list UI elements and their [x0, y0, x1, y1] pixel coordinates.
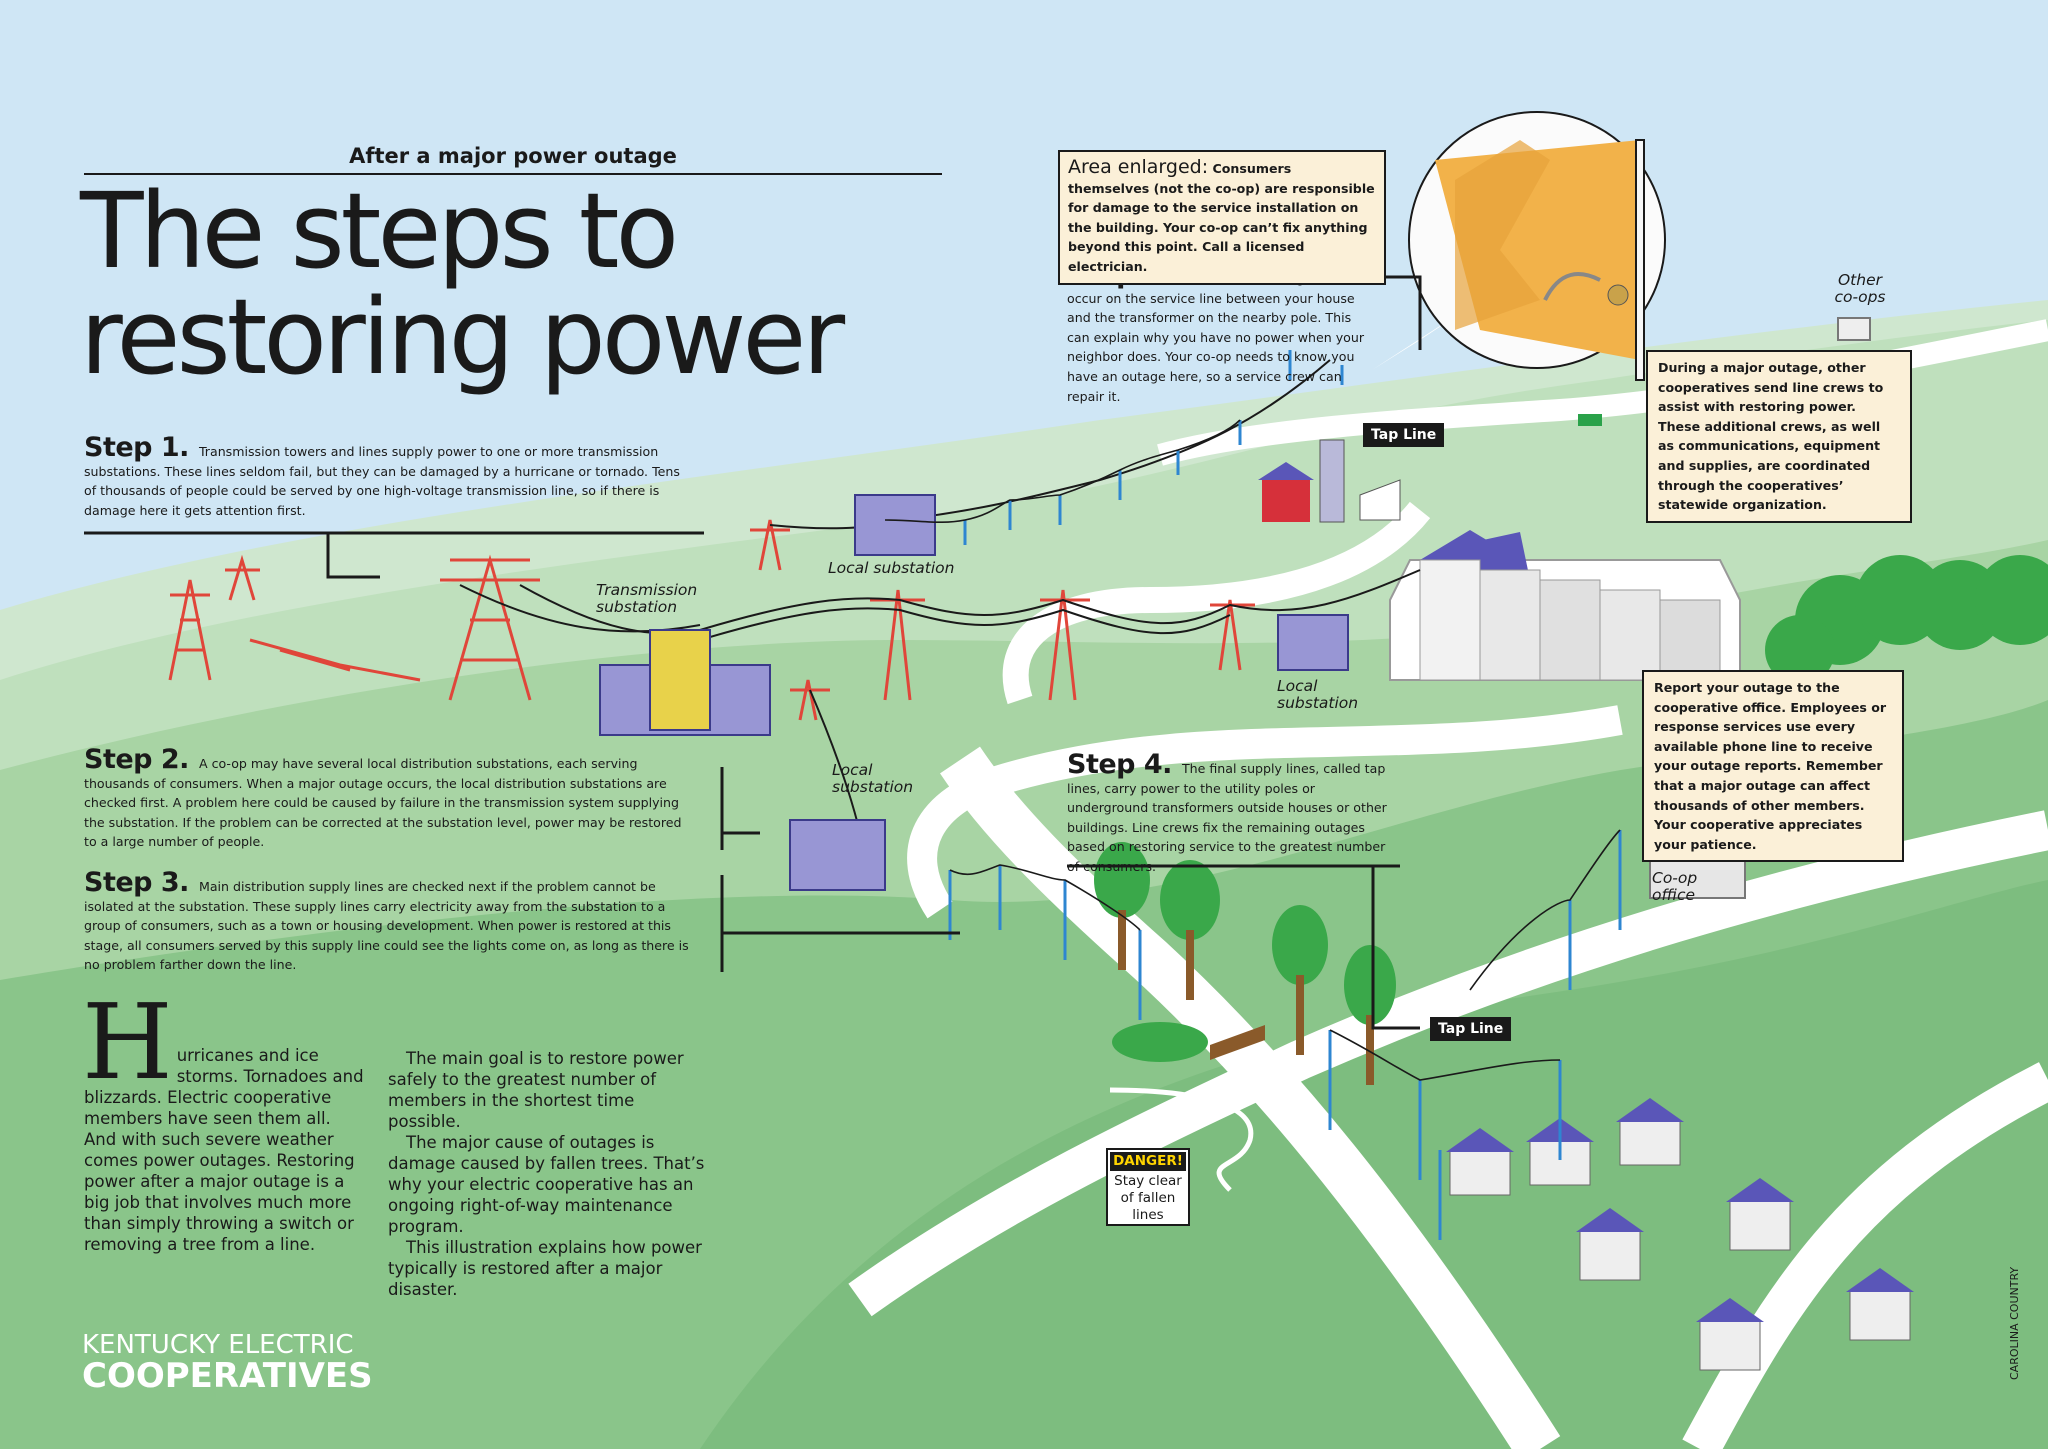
transmission-substation-label: Transmission substation	[596, 581, 698, 616]
step-4: Step 4. The final supply lines, called t…	[1067, 751, 1400, 877]
coop-office-label: Co-op office	[1652, 869, 1698, 904]
service-truck	[1578, 414, 1602, 426]
step-3-text: Main distribution supply lines are check…	[84, 879, 689, 973]
page-title: The steps to restoring power	[80, 170, 845, 398]
houses	[1446, 1098, 1914, 1371]
other-coops-building	[1837, 317, 1871, 341]
local-substation-label-mid: Local substation	[832, 761, 914, 796]
step-4-label: Step 4.	[1067, 749, 1172, 780]
step-pointers	[326, 275, 1422, 1030]
danger-text: Stay clear of fallen lines	[1114, 1173, 1182, 1223]
step-2-label: Step 2.	[84, 744, 189, 775]
report-outage-callout: Report your outage to the cooperative of…	[1642, 670, 1904, 863]
local-substation-label-top: Local substation	[828, 559, 955, 577]
step-1: Step 1. Transmission towers and lines su…	[84, 434, 690, 520]
tap-line-tag-top: Tap Line	[1363, 423, 1445, 447]
distribution-lines	[884, 419, 1621, 1081]
page-title-line2: restoring power	[80, 276, 845, 398]
substations	[599, 494, 1349, 891]
danger-heading: DANGER!	[1110, 1152, 1186, 1171]
logo-line2: COOPERATIVES	[82, 1356, 373, 1396]
intro-col2-p1: The main goal is to restore power safely…	[388, 1049, 684, 1131]
area-enlarged-label: Area enlarged:	[1068, 156, 1209, 178]
other-coops-callout: During a major outage, other cooperative…	[1646, 350, 1912, 523]
step-1-label: Step 1.	[84, 432, 189, 463]
factory-buildings	[1389, 530, 1741, 681]
step-5: Step 5. Sometimes, damage will occur on …	[1067, 261, 1374, 406]
area-enlarged-callout: Area enlarged: Consumers themselves (not…	[1058, 150, 1386, 285]
kentucky-electric-logo: KENTUCKY ELECTRIC COOPERATIVES	[82, 1330, 373, 1396]
illustration-credit: CAROLINA COUNTRY	[2008, 1266, 2021, 1380]
step-4-text: The final supply lines, called tap lines…	[1067, 761, 1387, 874]
area-enlarged-text: Consumers themselves (not the co-op) are…	[1068, 161, 1375, 274]
step-5-text: Sometimes, damage will occur on the serv…	[1067, 271, 1365, 404]
step-2-text: A co-op may have several local distribut…	[84, 756, 682, 850]
farm-barn	[1258, 439, 1401, 523]
intro-col1-text: urricanes and ice storms. Tornadoes and …	[84, 1046, 364, 1254]
transmission-towers	[168, 519, 1255, 721]
intro-col2: The main goal is to restore power safely…	[388, 1048, 710, 1300]
logo-line1: KENTUCKY ELECTRIC	[82, 1330, 354, 1360]
fallen-line	[1109, 1087, 1254, 1192]
road-main	[940, 746, 1561, 1449]
intro-dropcap: H	[82, 981, 173, 1103]
danger-sign: DANGER! Stay clear of fallen lines	[1106, 1148, 1190, 1226]
intro-col1: H urricanes and ice storms. Tornadoes an…	[82, 981, 364, 1255]
local-substation-label-right: Local substation	[1277, 677, 1359, 712]
distribution-poles	[948, 350, 1622, 1240]
tree-line	[1765, 555, 2048, 685]
roadside-trees	[1094, 842, 1396, 1085]
road-right	[1682, 1062, 2048, 1449]
report-outage-text: Report your outage to the cooperative of…	[1654, 680, 1887, 852]
page-title-line1: The steps to	[80, 170, 679, 292]
intro-col2-p3: This illustration explains how power typ…	[388, 1238, 702, 1299]
step-1-text: Transmission towers and lines supply pow…	[84, 444, 680, 518]
road-left	[907, 705, 1623, 919]
other-coops-callout-text: During a major outage, other cooperative…	[1658, 360, 1884, 513]
intro-col2-p2: The major cause of outages is damage cau…	[388, 1133, 705, 1236]
other-coops-label: Other co-ops	[1834, 271, 1886, 306]
enlarged-area-circle	[1372, 111, 1666, 381]
road-cross	[848, 810, 2048, 1317]
step-2: Step 2. A co-op may have several local d…	[84, 746, 690, 852]
kicker: After a major power outage	[84, 144, 942, 175]
step-3: Step 3. Main distribution supply lines a…	[84, 869, 690, 975]
road-curve	[1002, 501, 1431, 705]
hill-foreground	[700, 880, 2048, 1449]
step-3-label: Step 3.	[84, 867, 189, 898]
tap-line-tag-bottom: Tap Line	[1430, 1017, 1512, 1041]
